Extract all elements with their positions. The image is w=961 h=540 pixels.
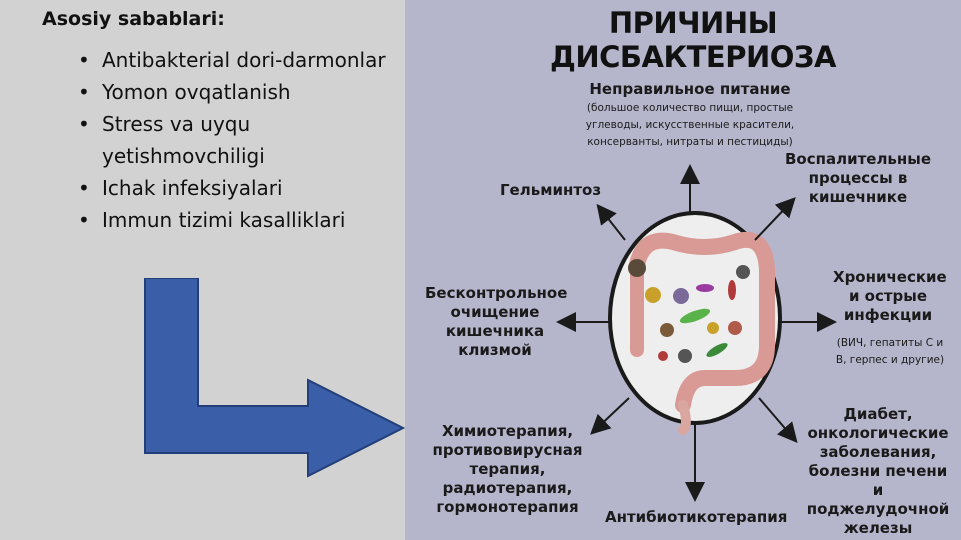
list-item: •Yomon ovqatlanish (78, 80, 291, 104)
cause-nutrition-details: (большое количество пищи, простые углево… (585, 102, 795, 148)
bent-arrow-icon (144, 278, 405, 478)
left-text-panel: Asosiy sabablari: •Antibakterial dori-da… (0, 0, 405, 540)
diagram-image: ПРИЧИНЫ ДИСБАКТЕРИОЗА (405, 0, 961, 540)
list-item: •Immun tizimi kasalliklari (78, 208, 346, 232)
list-item: •Stress va uyqu yetishmovchiligi (78, 112, 265, 168)
cause-infections: Хронические и острые инфекции (833, 268, 947, 324)
cause-nutrition: Неправильное питание (589, 80, 791, 98)
list-item: •Antibakterial dori-darmonlar (78, 48, 386, 72)
cause-enema: Бесконтрольное очищение кишечника клизмо… (425, 284, 568, 359)
causes-list: •Antibakterial dori-darmonlar •Yomon ovq… (78, 44, 398, 236)
heading: Asosiy sabablari: (42, 8, 225, 30)
cause-helminth: Гельминтоз (500, 181, 602, 199)
cause-infections-details: (ВИЧ, гепатиты С и В, герпес и другие) (835, 337, 945, 366)
cause-diabetes: Диабет, онкологические заболевания, боле… (806, 405, 950, 537)
cause-antibiotics: Антибиотикотерапия (605, 508, 788, 526)
diagram-title: ПРИЧИНЫ ДИСБАКТЕРИОЗА (550, 6, 836, 74)
list-item: •Ichak infeksiyalari (78, 176, 283, 200)
diagram-graphics (556, 164, 837, 502)
cause-inflammation: Воспалительные процессы в кишечнике (784, 150, 932, 206)
cause-chemotherapy: Химиотерапия, противовирусная терапия, р… (432, 422, 583, 516)
